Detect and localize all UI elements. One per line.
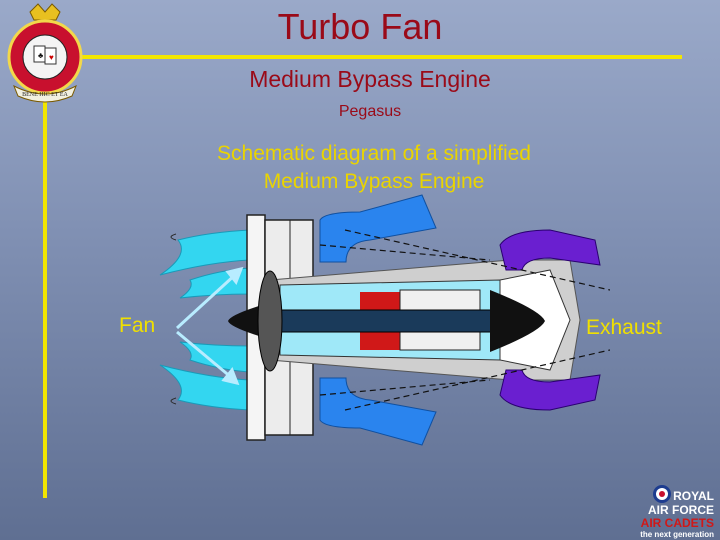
caption-line-1: Schematic diagram of a simplified [217,142,531,165]
logo-line-2: AIR FORCE [648,503,714,517]
exhaust-label: Exhaust [586,316,662,339]
logo-line-4: the next generation [640,530,714,539]
header-rule [40,55,682,59]
logo-line-1: ROYAL [673,489,714,503]
engine-name: Pegasus [338,103,402,120]
squadron-badge-icon: ♣ ♥ BENE HIC ET EA [7,3,83,103]
engine-schematic [159,194,610,446]
logo-line-3: AIR CADETS [640,516,714,530]
badge-motto: BENE HIC ET EA [22,92,68,98]
svg-text:♥: ♥ [49,53,54,62]
page-subtitle: Medium Bypass Engine [249,66,491,92]
raf-air-cadets-logo: ROYAL AIR FORCE AIR CADETS the next gene… [632,484,718,540]
left-rule [43,55,47,498]
svg-text:♣: ♣ [38,51,44,60]
roundel-icon [653,485,671,503]
fan-label: Fan [119,314,156,337]
caption-line-2: Medium Bypass Engine [263,170,485,193]
page-title: Turbo Fan [277,6,443,47]
